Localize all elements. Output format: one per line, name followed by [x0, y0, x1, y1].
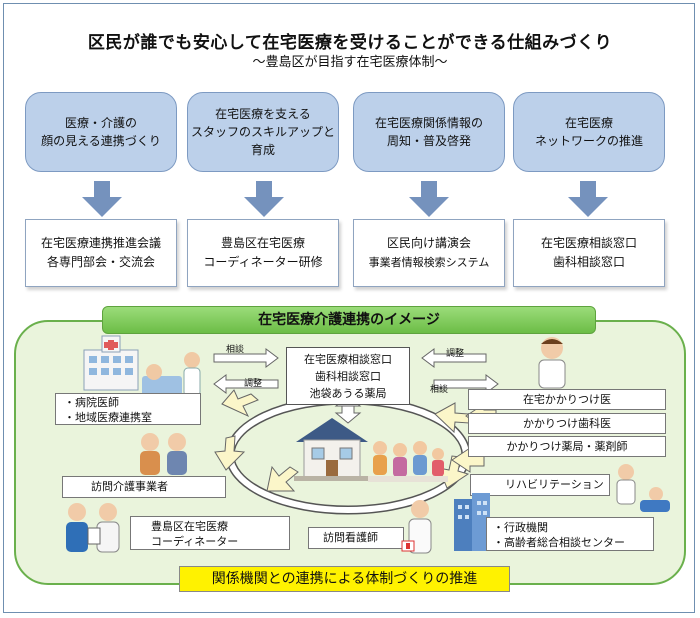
home-care-box: 訪問介護事業者: [62, 476, 226, 498]
down-arrow-icon: [82, 181, 122, 217]
nurse-icon: [401, 500, 432, 554]
mid-box-3-line1: 区民向け講演会: [386, 236, 471, 250]
ring-arrow-icon: [266, 465, 299, 492]
page-subtitle: ～豊島区が目指す在宅医療体制～: [252, 55, 448, 70]
down-arrow-icon: [244, 181, 284, 217]
mid-box-2-line2: コーディネーター研修: [203, 255, 323, 269]
family-icon: [368, 441, 448, 482]
home-doctor-box: 在宅かかりつけ医: [468, 389, 666, 410]
house-icon: [294, 418, 370, 481]
coordinators-icon: [66, 503, 120, 553]
label-consult-left: 相談: [226, 345, 245, 355]
hospital-icon: [83, 335, 139, 391]
label-adjust-right: 調整: [446, 349, 465, 359]
mid-box-3-line2: 事業者情報検索システム: [368, 256, 490, 269]
consultation-center-box: 在宅医療相談窓口 歯科相談窓口 池袋あうる薬局: [286, 347, 410, 405]
top-box-1: 医療・介護の 顔の見える連携づくり: [25, 92, 177, 172]
label-adjust-left: 調整: [244, 379, 263, 389]
hospital-box: ・病院医師 ・地域医療連携室: [55, 393, 201, 425]
patient-doctor-icon: [142, 352, 201, 397]
section-title: 在宅医療介護連携のイメージ: [102, 306, 596, 334]
mid-box-2-line1: 豊島区在宅医療: [220, 236, 305, 250]
mid-box-2: 豊島区在宅医療 コーディネーター研修: [187, 219, 339, 287]
down-arrow-icon: [409, 181, 449, 217]
bottom-banner: 関係機関との連携による体制づくりの推進: [179, 566, 510, 592]
rehabilitation-icon: [616, 464, 670, 512]
mid-box-1-line1: 在宅医療連携推進会議: [40, 236, 161, 250]
top-box-3: 在宅医療関係情報の 周知・普及啓発: [353, 92, 505, 172]
elderly-couple-icon: [140, 433, 187, 475]
visiting-nurse-box: 訪問看護師: [308, 527, 404, 549]
ring-arrow-icon: [221, 389, 259, 418]
pharmacy-box: かかりつけ薬局・薬剤師: [468, 436, 666, 457]
dentist-box: かかりつけ歯科医: [468, 413, 666, 434]
top-box-4: 在宅医療 ネットワークの推進: [513, 92, 665, 172]
mid-box-4-line2: 歯科相談窓口: [552, 255, 625, 269]
ring-arrow-icon: [214, 435, 246, 471]
admin-box: ・行政機関 ・高齢者総合相談センター: [486, 517, 654, 551]
mid-box-1: 在宅医療連携推進会議 各専門部会・交流会: [25, 219, 177, 287]
mid-box-3: 区民向け講演会 事業者情報検索システム: [353, 219, 505, 287]
page-title: 区民が誰でも安心して在宅医療を受けることができる仕組みづくり: [87, 33, 613, 53]
mid-box-4-line1: 在宅医療相談窓口: [540, 236, 637, 250]
top-box-2: 在宅医療を支える スタッフのスキルアップと 育成: [187, 92, 339, 172]
label-consult-right: 相談: [430, 385, 449, 395]
down-arrow-icon: [568, 181, 608, 217]
coordinator-box: 豊島区在宅医療 コーディネーター: [130, 516, 290, 550]
rehabilitation-box: リハビリテーション: [470, 474, 610, 496]
ring-arrow-icon: [434, 402, 470, 434]
home-doctor-icon: [538, 337, 566, 389]
mid-box-1-line2: 各専門部会・交流会: [46, 255, 155, 269]
mid-box-4: 在宅医療相談窓口 歯科相談窓口: [513, 219, 665, 287]
government-building-icon: [454, 493, 490, 551]
